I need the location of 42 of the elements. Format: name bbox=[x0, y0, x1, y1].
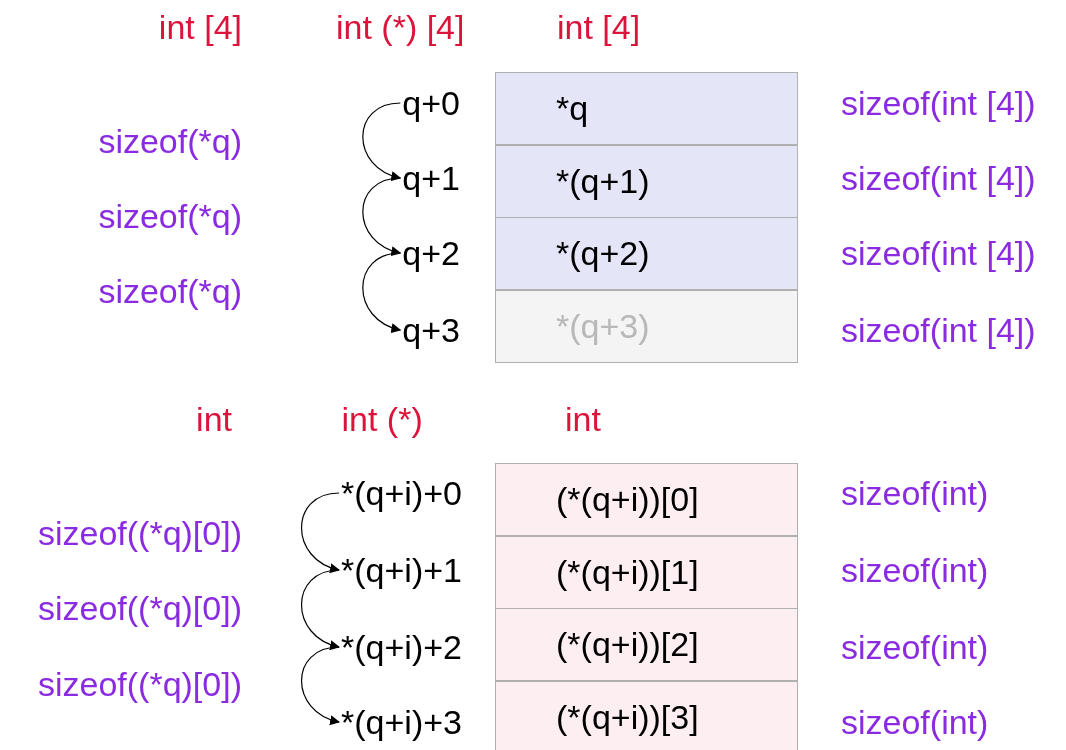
pointer-expression: q+3 bbox=[402, 310, 460, 350]
array-cell: *(q+1) bbox=[495, 144, 798, 218]
pointer-expression: *(q+i)+1 bbox=[341, 550, 462, 590]
size-label: sizeof(int [4]) bbox=[841, 310, 1036, 350]
size-label: sizeof((*q)[0]) bbox=[37, 664, 242, 704]
size-label: sizeof(int [4]) bbox=[841, 233, 1036, 273]
size-label: sizeof(int) bbox=[841, 550, 989, 590]
size-label: sizeof(int) bbox=[841, 702, 989, 742]
size-label: sizeof(int) bbox=[841, 627, 989, 667]
size-label: sizeof(int [4]) bbox=[841, 83, 1036, 123]
pointer-expression: q+1 bbox=[402, 158, 460, 198]
type-label: int (*) bbox=[341, 399, 423, 439]
pointer-expression: *(q+i)+0 bbox=[341, 473, 462, 513]
array-cell: (*(q+i))[3] bbox=[495, 680, 798, 750]
type-label: int [4] bbox=[557, 7, 641, 47]
pointer-expression: q+0 bbox=[402, 83, 460, 123]
type-label: int bbox=[565, 399, 601, 439]
array-cell: (*(q+i))[2] bbox=[495, 608, 798, 681]
size-label: sizeof(*q) bbox=[98, 271, 242, 311]
curved-arrow bbox=[362, 252, 402, 333]
array-cell: (*(q+i))[1] bbox=[495, 535, 798, 609]
curved-arrow bbox=[362, 102, 402, 181]
size-label: sizeof((*q)[0]) bbox=[37, 588, 242, 628]
size-label: sizeof(*q) bbox=[98, 121, 242, 161]
type-label: int bbox=[196, 399, 232, 439]
pointer-expression: *(q+i)+3 bbox=[341, 702, 462, 742]
array-cell: (*(q+i))[0] bbox=[495, 463, 798, 536]
pointer-expression: q+2 bbox=[402, 233, 460, 273]
array-cell: *(q+3) bbox=[495, 289, 798, 363]
size-label: sizeof(int) bbox=[841, 473, 989, 513]
curved-arrow bbox=[300, 569, 340, 650]
type-label: int [4] bbox=[158, 7, 242, 47]
pointer-expression: *(q+i)+2 bbox=[341, 627, 462, 667]
curved-arrow bbox=[300, 492, 340, 573]
array-cell: *q bbox=[495, 72, 798, 145]
array-cell: *(q+2) bbox=[495, 217, 798, 290]
size-label: sizeof(int [4]) bbox=[841, 158, 1036, 198]
type-label: int (*) [4] bbox=[336, 7, 465, 47]
curved-arrow bbox=[362, 177, 402, 256]
size-label: sizeof(*q) bbox=[98, 196, 242, 236]
size-label: sizeof((*q)[0]) bbox=[37, 513, 242, 553]
curved-arrow bbox=[300, 646, 340, 725]
